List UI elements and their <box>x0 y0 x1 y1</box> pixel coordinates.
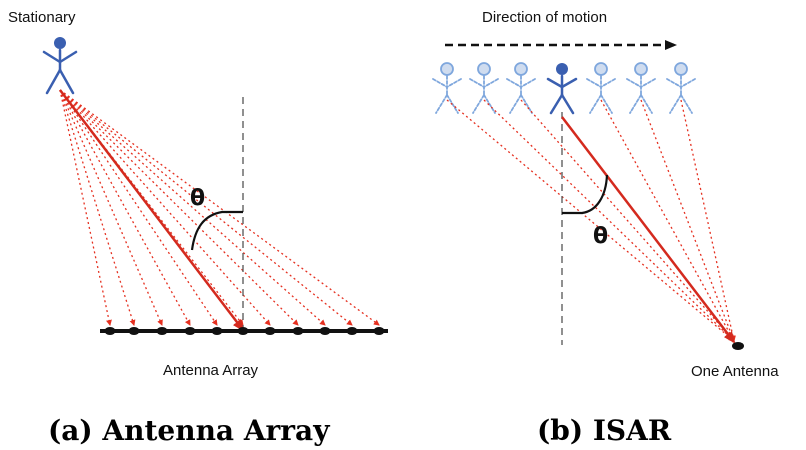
dotted-ray <box>59 89 163 326</box>
antenna-dot-icon <box>237 327 249 335</box>
antenna-dot-icon <box>128 327 140 335</box>
figure-leg <box>549 93 564 115</box>
antenna-dot-icon <box>292 327 304 335</box>
figure-head <box>556 63 568 75</box>
stationary-label: Stationary <box>8 9 76 26</box>
dotted-ray <box>600 99 735 342</box>
figure-head <box>514 62 528 76</box>
dotted-ray <box>59 89 218 326</box>
figure-leg <box>680 94 693 114</box>
dotted-ray <box>446 99 735 342</box>
caption-a: (a) Antenna Array <box>48 414 330 447</box>
figure-leg <box>669 94 682 114</box>
dotted-ray <box>59 89 326 326</box>
dotted-ray <box>520 99 735 342</box>
dotted-ray <box>640 99 735 342</box>
dotted-ray <box>483 99 735 342</box>
stationary-person-icon <box>42 37 78 95</box>
figure-arm <box>546 77 564 89</box>
antenna-dot-icon <box>319 327 331 335</box>
figure-head <box>594 62 608 76</box>
figure-arm <box>560 77 578 89</box>
figure-arm <box>600 78 616 88</box>
ghost-stick-figure-icon <box>666 62 696 114</box>
figure-leg <box>472 94 485 114</box>
ghost-stick-figure-icon <box>432 62 462 114</box>
single-antenna-icon <box>732 342 744 350</box>
figure-leg <box>509 94 522 114</box>
figure-head <box>440 62 454 76</box>
caption-b: (b) ISAR <box>537 414 672 447</box>
figure-arm <box>483 78 499 88</box>
antenna-dot-icon <box>184 327 196 335</box>
antenna-array-label: Antenna Array <box>163 362 259 379</box>
figure-arm <box>626 78 642 88</box>
dotted-ray <box>59 89 299 326</box>
figure-head <box>477 62 491 76</box>
figure-arm <box>640 78 656 88</box>
figure-leg <box>589 94 602 114</box>
dotted-ray <box>59 89 112 326</box>
angle-arc-b <box>562 174 609 215</box>
figure-leg <box>435 94 448 114</box>
ray-group-b <box>446 99 736 342</box>
panel-a: Stationary θ Antenna Array <box>8 9 388 379</box>
dotted-ray <box>59 89 380 326</box>
main-ray-b <box>561 116 736 344</box>
dotted-ray <box>59 89 271 326</box>
dotted-ray <box>59 89 136 326</box>
one-antenna-label: One Antenna <box>691 363 779 380</box>
antenna-array <box>104 327 385 335</box>
figure-arm <box>446 78 462 88</box>
figure-leg <box>520 94 533 114</box>
figure-arm <box>586 78 602 88</box>
figure-arm <box>432 78 448 88</box>
figure-leg <box>600 94 613 114</box>
figure-arm <box>520 78 536 88</box>
figure-leg <box>483 94 496 114</box>
ghost-stick-figure-icon <box>469 62 499 114</box>
dotted-ray <box>680 99 736 342</box>
stick-figure-icon <box>546 63 578 115</box>
direction-of-motion-label: Direction of motion <box>482 9 607 26</box>
moving-persons <box>432 62 696 115</box>
ghost-stick-figure-icon <box>586 62 616 114</box>
antenna-dot-icon <box>346 327 358 335</box>
dotted-ray <box>59 89 353 326</box>
antenna-dot-icon <box>104 327 116 335</box>
theta-label-b: θ <box>593 224 608 249</box>
antenna-dot-icon <box>264 327 276 335</box>
panel-b: Direction of motion θ One Antenna <box>432 9 779 380</box>
figure-arm <box>469 78 485 88</box>
figure-arm <box>506 78 522 88</box>
figure-arm <box>666 78 682 88</box>
ray-group-a <box>59 89 380 326</box>
dotted-ray <box>59 89 191 326</box>
figure-leg <box>629 94 642 114</box>
figure-head <box>634 62 648 76</box>
main-ray-a <box>59 89 245 332</box>
theta-label-a: θ <box>190 186 205 211</box>
figure-leg <box>560 93 575 115</box>
antenna-dot-icon <box>211 327 223 335</box>
ghost-stick-figure-icon <box>506 62 536 114</box>
antenna-dot-icon <box>373 327 385 335</box>
antenna-dot-icon <box>156 327 168 335</box>
ghost-stick-figure-icon <box>626 62 656 114</box>
angle-arc-a <box>190 210 243 251</box>
figure-head <box>674 62 688 76</box>
figure-arm <box>680 78 696 88</box>
figure-leg <box>640 94 653 114</box>
